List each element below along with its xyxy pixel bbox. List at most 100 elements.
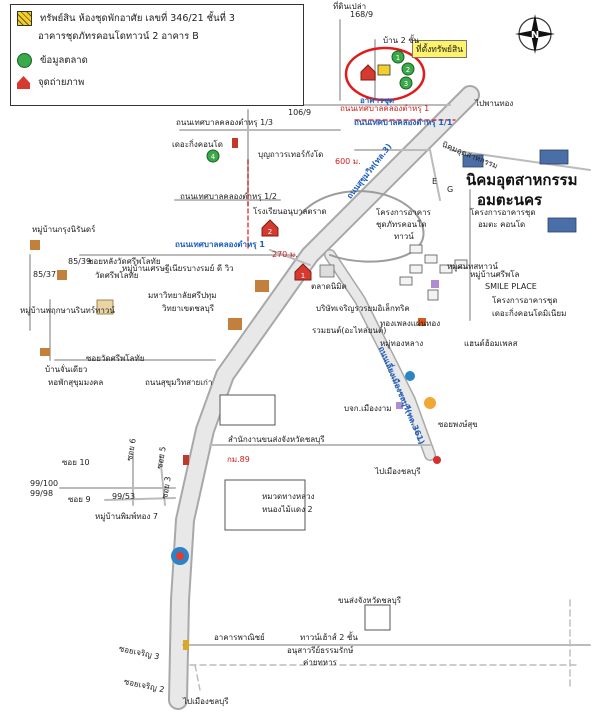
label-building-com: อาคารพาณิชย์	[214, 633, 265, 642]
photo-point-3	[360, 64, 376, 81]
subject-highlight-circle	[344, 46, 426, 102]
label-bank: บริษัทเจริญรวรยมอิเล็กทริค	[316, 304, 410, 313]
label-industrial-1: นิคมอุตสาหกรรม	[466, 171, 578, 189]
label-km89: กม.89	[227, 455, 250, 464]
label-168-9: 168/9	[350, 10, 374, 19]
label-85-39: 85/39	[68, 257, 92, 266]
svg-text:1: 1	[301, 272, 305, 280]
label-tha: หมู่ทองหลาง	[380, 339, 424, 348]
svg-text:4: 4	[211, 153, 216, 161]
label-99-53: 99/53	[112, 492, 136, 501]
label-samsung: บจก.เมืองงาม	[344, 404, 392, 413]
label-106-9: 106/9	[288, 108, 312, 117]
label-baan-mk: บ้านจั่นเดียว	[45, 365, 88, 374]
label-project1: โครงการอาคาร	[376, 208, 431, 217]
market-marker-3: 3	[399, 76, 413, 90]
label-dhamma: อนุสาวรีย์ธรรมรักษ์	[287, 646, 354, 655]
label-soi9: ซอย 9	[68, 495, 91, 504]
label-hpt: หมู่บ้านศรีพโล	[470, 270, 520, 279]
compass-rose-icon: N	[515, 14, 555, 54]
label-project-b2: เดอะกิ่งคอนโดมิเนียม	[492, 309, 567, 318]
market-swatch-icon	[17, 53, 32, 68]
legend-property-label: ทรัพย์สิน ห้องชุดพักอาศัย เลขที่ 346/21 …	[40, 13, 235, 24]
label-town-2: ทาวน์เฮ้าส์ 2 ชั้น	[300, 633, 358, 642]
property-swatch-icon	[17, 11, 32, 26]
label-wat: วัดศรีพโลทัย	[95, 271, 139, 280]
photo-point-2: 1	[294, 263, 312, 281]
label-soi-hom: ซอยพงษ์สุข	[438, 420, 478, 429]
label-house-2: บ้าน 2 ชั้น	[383, 36, 420, 45]
label-village-silapakorn: หมู่บ้านเศรษฐีเนียรบางรมย์ ดี วิว	[122, 264, 234, 273]
label-600m: 600 ม.	[335, 157, 361, 166]
market-marker-1: 1	[391, 50, 405, 64]
label-270m: 270 ม.	[272, 250, 298, 259]
svg-text:N: N	[531, 30, 539, 41]
label-school: โรงเรียนอนุบาลตราด	[253, 207, 327, 216]
label-road-upper-a: ถนนเทศบาลคลองตำหรุ 1	[340, 104, 430, 113]
label-pattaya: หมูศนทสทาวน์	[447, 262, 498, 271]
label-e: E	[432, 177, 438, 186]
svg-text:2: 2	[268, 228, 272, 236]
label-project1b: ชุดภัทรคอนโด	[376, 220, 427, 229]
label-99-100: 99/100	[30, 479, 59, 488]
label-empty-land: ที่ดินเปล่า	[333, 2, 367, 11]
legend-property-label2: อาคารชุดภัทรคอนโดทาวน์ 2 อาคาร B	[38, 31, 199, 42]
label-project-a: โครงการอาคารชุด	[470, 208, 536, 217]
label-hwy-2: หนองไม้แดง 2	[262, 505, 313, 514]
market-marker-4: 4	[206, 149, 220, 163]
label-bus: ขนส่งจังหวัดชลบุรี	[338, 596, 401, 605]
label-soi-wat: ซอยหลังวัดศรีพโลทัย	[88, 257, 161, 266]
label-industrial-2: อมตะนคร	[477, 191, 543, 209]
parcels	[219, 394, 391, 631]
building-cluster	[399, 244, 468, 301]
map-legend: ทรัพย์สิน ห้องชุดพักอาศัย เลขที่ 346/21 …	[10, 4, 304, 106]
label-sukh-road: ถนนสุขุมวิทสายเก่า	[145, 378, 213, 387]
label-project-a2: อมตะ คอนโด	[478, 220, 526, 229]
legend-photo-row: จุดถ่ายภาพ	[17, 76, 84, 89]
label-pichai: แฮนด์ฮ้อมเพลส	[464, 339, 518, 348]
photo-point-1: 2	[261, 219, 279, 237]
label-pakanang: ไปพานทอง	[475, 99, 514, 108]
label-road-upper-b: ถนนเทศบาลคลองตำหรุ 1/1	[354, 118, 453, 127]
label-g: G	[447, 185, 454, 194]
photo-swatch-icon	[17, 76, 30, 89]
label-market: ตลาดนิมิต	[311, 282, 347, 291]
property-tag: ที่ตั้งทรัพย์สิน	[412, 40, 468, 58]
label-road-mid: ถนนเทศบาลคลองตำหรุ 1/2	[180, 192, 277, 201]
label-hwy-1: หมวดทางหลวง	[262, 492, 315, 501]
subject-property-icon	[377, 64, 391, 76]
label-road-main: ถนนเทศบาลคลองตำหรุ 1	[175, 240, 265, 249]
label-85-37: 85/37	[33, 270, 57, 279]
svg-text:1: 1	[396, 54, 400, 62]
legend-property-row2: อาคารชุดภัทรคอนโดทาวน์ 2 อาคาร B	[38, 30, 199, 43]
label-99-98: 99/98	[30, 489, 54, 498]
label-oldgold: ทองเพลงแผ่นทอง	[380, 319, 441, 328]
label-road-top-1: ถนนเทศบาลคลองตำหรุ 1/3	[176, 118, 273, 127]
label-buildingmart: บุญถาวรเทอร์กังโด	[258, 150, 324, 159]
label-village-krn: หมู่บ้านกรุงนิรันดร์	[32, 225, 96, 234]
label-hmd: หอพักสุขุมมงคล	[48, 378, 104, 387]
label-university-2: วิทยาเขตชลบุรี	[162, 304, 215, 313]
label-project1c: ทาวน์	[394, 232, 414, 241]
svg-text:3: 3	[404, 80, 408, 88]
label-to-chonburi-2: ไปเมืองชลบุรี	[183, 697, 229, 706]
legend-market-label: ข้อมูลตลาด	[40, 55, 88, 66]
label-camp: ค่ายทหาร	[303, 658, 337, 667]
label-office-cb: สำนักงานขนส่งจังหวัดชลบุรี	[228, 435, 325, 444]
market-marker-2: 2	[401, 62, 415, 76]
label-university-1: มหาวิทยาลัยศรีปทุม	[148, 291, 217, 300]
label-project-b: โครงการอาคารชุด	[492, 296, 558, 305]
poi-symbols	[30, 138, 441, 650]
label-to-chonburi: ไปเมืองชลบุรี	[375, 467, 421, 476]
label-kingcondo: เดอะกิ่งคอนโด	[172, 140, 223, 149]
label-soi10: ซอย 10	[62, 458, 90, 467]
industrial-buildings	[462, 149, 577, 233]
svg-text:2: 2	[406, 66, 410, 74]
market-markers: 1 2 3 4	[206, 50, 415, 163]
label-village-pmt: หมู่บ้านพฤกษานรินทร์ทาวน์	[20, 306, 115, 315]
legend-photo-label: จุดถ่ายภาพ	[38, 77, 85, 88]
label-soi-sri: ซอยวัดศรีพโลทัย	[86, 354, 145, 363]
photo-points: 2 1	[261, 64, 376, 281]
label-ltd: รวมยนต์(อะไหล่ยนต์)	[312, 326, 387, 335]
legend-property-row: ทรัพย์สิน ห้องชุดพักอาศัย เลขที่ 346/21 …	[17, 11, 235, 26]
